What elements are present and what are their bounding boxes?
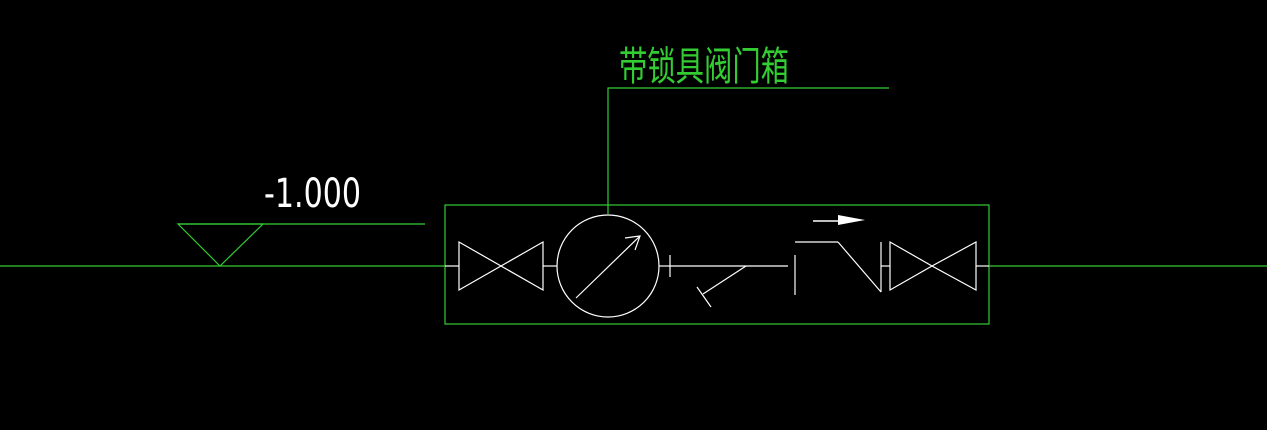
elevation-marker: -1.000	[176, 171, 425, 267]
valve-box	[444, 204, 990, 325]
valve-box-leader: 带锁具阀门箱	[607, 44, 889, 214]
valve-box-label: 带锁具阀门箱	[619, 44, 789, 90]
flange-connector-icon	[659, 255, 788, 277]
bowtie-valve-icon	[445, 240, 557, 292]
elevation-value: -1.000	[264, 171, 361, 217]
bowtie-valve-icon	[881, 240, 989, 292]
check-valve-icon	[794, 241, 882, 295]
elevation-triangle-icon	[176, 223, 265, 267]
water-meter-icon	[556, 214, 660, 318]
drain-tap-icon	[696, 265, 747, 308]
arrow-right-icon	[813, 215, 865, 225]
leader-line	[607, 87, 889, 214]
